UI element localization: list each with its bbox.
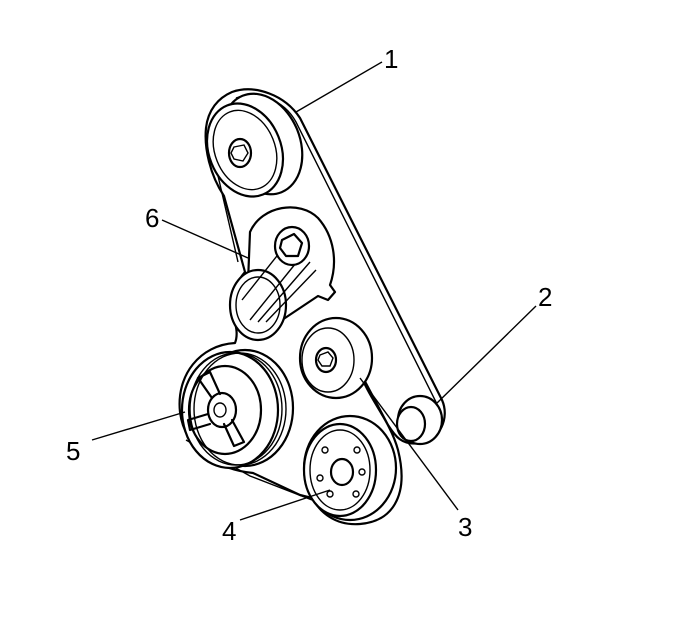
callout-4: 4 <box>222 516 237 546</box>
tensioner-6 <box>228 206 337 342</box>
callout-6: 6 <box>145 203 160 233</box>
leader-4 <box>239 489 331 521</box>
leader-3 <box>359 377 459 511</box>
pulley-4-compressor <box>302 414 398 522</box>
leader-2 <box>435 305 537 405</box>
leader-5 <box>91 411 186 441</box>
pulley-5-crankshaft <box>180 348 295 470</box>
callout-3: 3 <box>458 512 473 542</box>
leader-lines <box>91 61 537 521</box>
callout-2: 2 <box>538 282 553 312</box>
pulley-1-top <box>205 92 304 198</box>
callout-1: 1 <box>384 44 399 74</box>
leader-1 <box>295 61 383 113</box>
pulley-2-idler <box>395 394 444 446</box>
pulley-3-idler <box>298 316 374 400</box>
callout-5: 5 <box>66 436 81 466</box>
leader-6 <box>161 219 249 259</box>
